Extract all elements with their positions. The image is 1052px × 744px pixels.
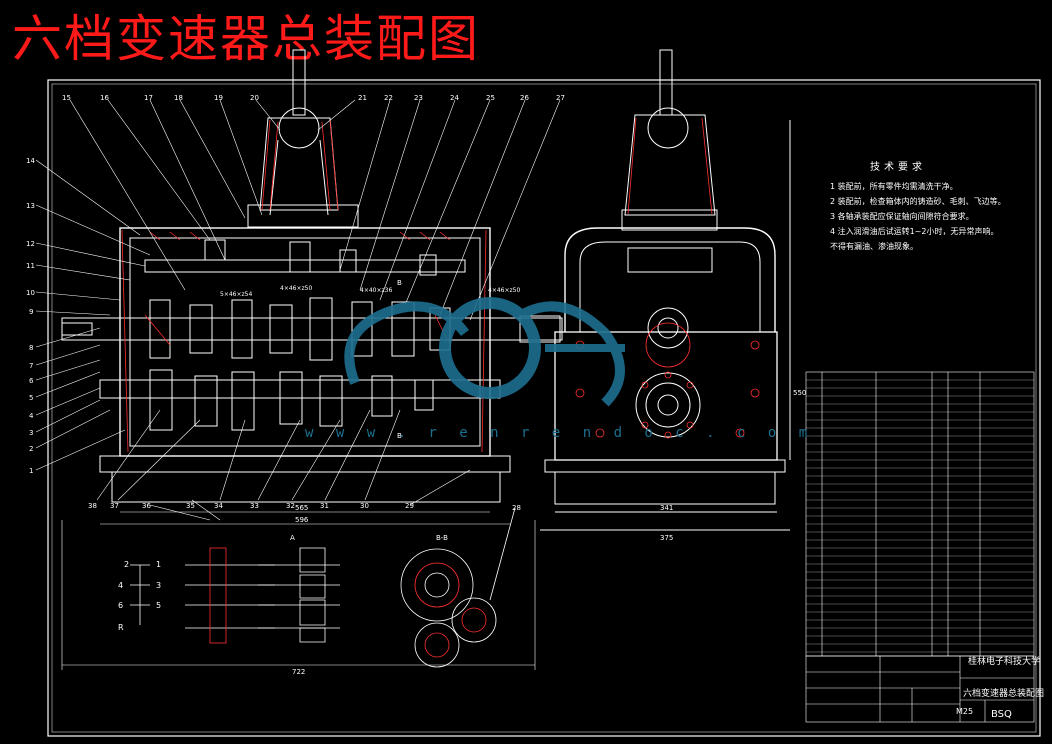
section-bb-label: B-B [436,534,448,542]
gear-labels: 5×46×z54 4×46×z50 4×40×z36 4×46×z50 [220,285,520,298]
callout-30: 30 [360,502,369,510]
tech-heading: 技术要求 [870,162,926,173]
shift-label-4: 4 [118,581,123,590]
watermark-text: w w w . r e n r e n d o c . c o m [305,425,815,441]
callout-28: 28 [512,504,521,512]
technical-requirements: 技术要求 1 装配前，所有零件均需清洗干净。 2 装配前，检查箱体内的铸造砂、毛… [830,160,1040,254]
tech-line: 1 装配前，所有零件均需清洗干净。 [830,182,958,191]
callout-12: 12 [26,240,35,248]
callout-16: 16 [100,94,109,102]
gear-label: 4×46×z50 [280,285,312,292]
shift-pattern [130,564,150,625]
callout-11: 11 [26,262,35,270]
callout-13: 13 [26,202,35,210]
dim-596: 596 [295,516,309,524]
callout-33: 33 [250,502,259,510]
tech-line: 2 装配前，检查箱体内的铸造砂、毛刺、飞边等。 [830,197,1006,206]
callout-36: 36 [142,502,151,510]
front-view [61,49,563,503]
callout-leaders-top [69,99,561,321]
section-bb-view [400,507,516,668]
title-block-drawing-title: 六档变速器总装配图 [963,689,1045,699]
parts-list [805,371,1035,657]
dim-375: 375 [660,534,673,542]
callout-8: 8 [29,344,33,352]
gear-label: 4×46×z50 [488,287,520,294]
callout-9: 9 [29,308,33,316]
shift-label-6: 6 [118,601,123,610]
callout-14: 14 [26,157,35,165]
drawing-frame [47,79,1041,737]
section-hatching [121,119,487,453]
callout-23: 23 [414,94,423,102]
shift-label-1: 1 [156,560,161,569]
callout-2: 2 [29,445,33,453]
callout-22: 22 [384,94,393,102]
callout-24: 24 [450,94,459,102]
callout-10: 10 [26,289,35,297]
title-block-scale: M25 [956,707,974,716]
callout-18: 18 [174,94,183,102]
callout-15: 15 [62,94,71,102]
shift-label-5: 5 [156,601,161,610]
title-block-code: BSQ [991,709,1012,720]
shift-label-r: R [118,623,124,632]
callout-27: 27 [556,94,565,102]
section-b-bottom: B [397,432,402,440]
shift-label-2: 2 [124,560,129,569]
dim-341: 341 [660,504,673,512]
side-view [540,49,791,531]
section-a-view [185,547,340,644]
section-b-top: B [397,279,402,287]
callout-4: 4 [29,412,34,420]
callouts-bottom: 38 37 36 35 34 33 32 31 30 29 [88,502,414,510]
tech-line: 4 注入润滑油后试运转1~2小时，无异常声响。 [830,227,999,236]
callout-1: 1 [29,467,33,475]
front-dimensions [61,511,536,670]
callout-leaders-left [35,159,151,471]
callout-26: 26 [520,94,529,102]
title-block [805,655,1035,723]
tech-line: 不得有漏油、渗油现象。 [830,242,918,251]
title-block-school: 桂林电子科技大学 [968,657,1041,667]
callout-17: 17 [144,94,153,102]
callout-19: 19 [214,94,223,102]
callout-29: 29 [405,502,414,510]
callout-25: 25 [486,94,495,102]
gear-label: 5×46×z54 [220,291,252,298]
callout-6: 6 [29,377,34,385]
dim-550: 550 [793,389,806,397]
dim-722: 722 [292,668,305,676]
callout-7: 7 [29,362,33,370]
drawing-title: 六档变速器总装配图 [12,10,480,68]
callout-38: 38 [88,502,97,510]
shift-label-3: 3 [156,581,161,590]
callouts-top: 15 16 17 18 19 20 21 22 23 24 25 26 27 [62,94,565,102]
callout-20: 20 [250,94,259,102]
callout-35: 35 [186,502,195,510]
tech-line: 3 各轴承装配应保证轴向间隙符合要求。 [830,212,974,221]
callout-32: 32 [286,502,295,510]
callouts-left: 14 13 12 11 10 9 8 7 6 5 4 3 2 1 [26,157,35,475]
callout-leaders-bottom [96,409,471,521]
parts-rows [806,379,1034,653]
callout-3: 3 [29,429,33,437]
callout-21: 21 [358,94,367,102]
callout-37: 37 [110,502,119,510]
section-a-label: A [290,534,295,542]
callout-5: 5 [29,394,33,402]
dim-565: 565 [295,504,308,512]
gear-label: 4×40×z36 [360,287,392,294]
callout-31: 31 [320,502,329,510]
watermark-logo [344,297,625,407]
callout-34: 34 [214,502,223,510]
